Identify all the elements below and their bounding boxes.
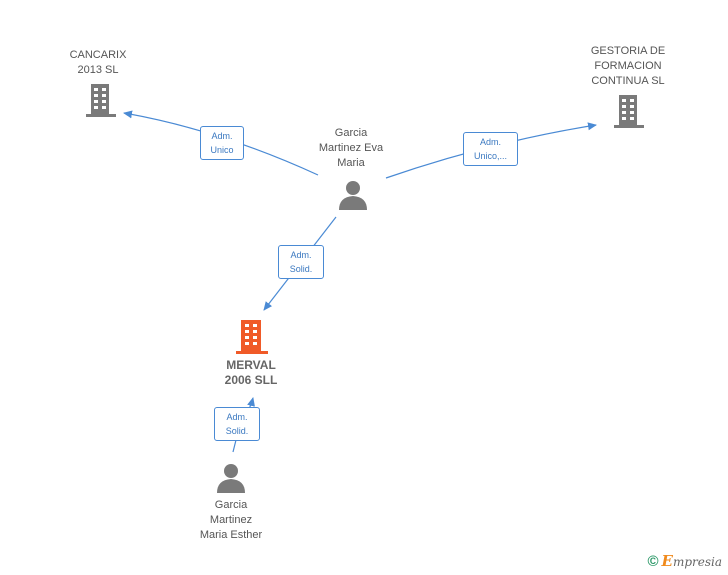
building-icon-main[interactable] [236,320,268,354]
node-label-merval[interactable]: MERVAL 2006 SLL [224,358,278,387]
copyright-icon: © [647,553,659,570]
building-icon[interactable] [614,95,644,128]
brand-footer: © Empresia [647,552,722,571]
person-icon[interactable] [339,181,367,210]
brand-logo: Empresia [661,552,723,570]
person-icon[interactable] [217,464,245,493]
node-label-garcia-eva[interactable]: Garcia Martinez Eva Maria [318,127,384,169]
edge-label-eva-cancarix[interactable]: Adm. Unico [200,126,244,160]
node-label-garcia-esther[interactable]: Garcia Martinez Maria Esther [199,499,263,541]
node-label-gestoria[interactable]: GESTORIA DE FORMACION CONTINUA SL [590,45,666,87]
node-label-cancarix[interactable]: CANCARIX 2013 SL [69,49,127,76]
building-icon[interactable] [86,84,116,117]
edge-label-eva-merval[interactable]: Adm. Solid. [278,245,324,279]
edge-label-eva-gestoria[interactable]: Adm. Unico,... [463,132,518,166]
edge-label-esther-merval[interactable]: Adm. Solid. [214,407,260,441]
